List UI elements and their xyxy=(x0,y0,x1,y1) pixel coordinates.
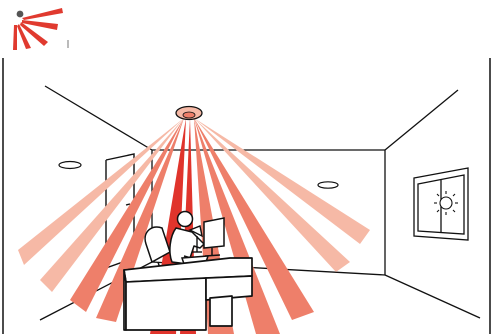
motion-sensor-logo-icon xyxy=(13,8,68,50)
ceiling-light-left-icon xyxy=(59,162,81,169)
ceiling-occupancy-sensor-icon xyxy=(176,107,202,120)
ceiling-light-right-icon xyxy=(318,182,338,188)
office-desk xyxy=(124,258,252,330)
